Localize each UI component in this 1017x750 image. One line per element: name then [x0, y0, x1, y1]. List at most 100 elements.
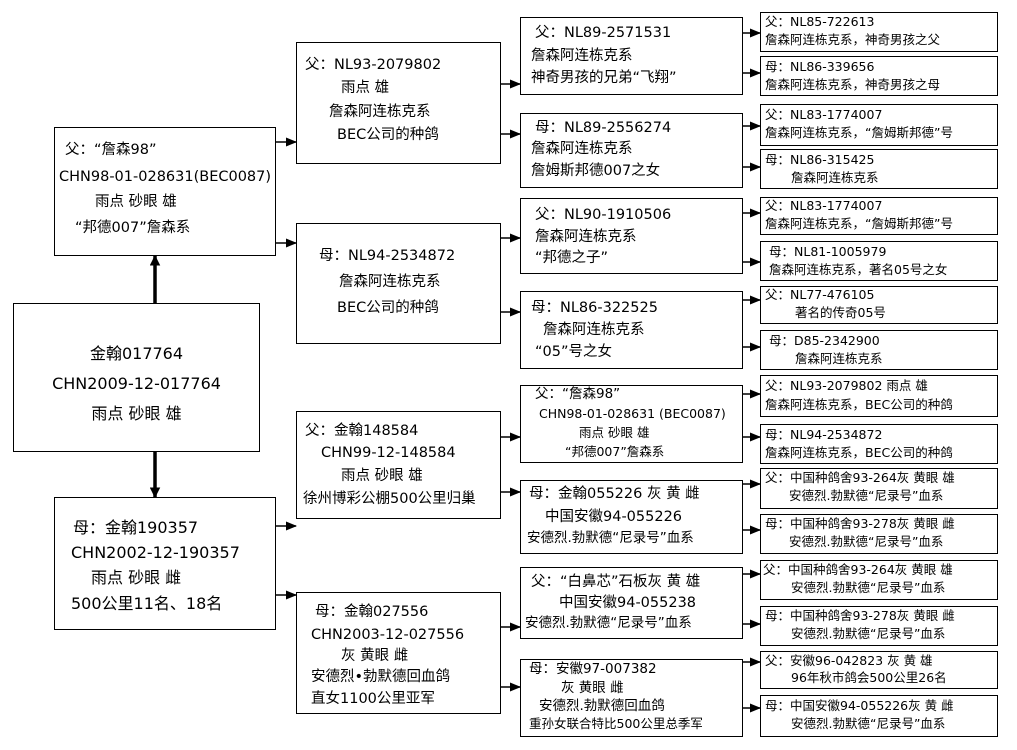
gen2-sd-line-1: 母：NL94-2534872 — [319, 248, 456, 264]
gen2-dd-line-5: 直女1100公里亚军 — [311, 691, 435, 707]
gen3-dds-line-1: 父：“白鼻芯”石板灰 黄 雄 — [531, 574, 701, 590]
gen3-sss-line-2: 詹森阿连栋克系 — [531, 48, 633, 64]
gen4-box-7: 父：NL77-476105 著名的传奇05号 — [760, 286, 998, 324]
gen3-ssd-line-2: 詹森阿连栋克系 — [531, 141, 633, 157]
gen3-ddd-line-4: 重孙女联合特比500公里总季军 — [529, 716, 703, 731]
gen3-ssd-box: 母：NL89-2556274 詹森阿连栋克系 詹姆斯邦德007之女 — [520, 113, 743, 188]
gen4-13-line-1: 父：中国种鸽舍93-264灰 黄眼 雄 — [763, 562, 953, 577]
gen4-4-line-2: 詹森阿连栋克系 — [791, 170, 879, 185]
gen4-10-line-2: 詹森阿连栋克系，BEC公司的种鸽 — [765, 445, 953, 460]
gen4-13-line-2: 安德烈.勃默德“尼录号”血系 — [791, 580, 946, 595]
gen4-box-11: 父：中国种鸽舍93-264灰 黄眼 雄 安德烈.勃默德“尼录号”血系 — [760, 468, 998, 509]
dam-traits: 雨点 砂眼 雌 — [91, 568, 182, 587]
subject-ring-name: 金翰017764 — [89, 344, 184, 363]
gen2-ds-line-4: 徐州博彩公棚500公里归巢 — [303, 491, 476, 507]
gen2-ds-line-3: 雨点 砂眼 雄 — [341, 468, 423, 484]
gen4-box-1: 父：NL85-722613 詹森阿连栋克系，神奇男孩之父 — [760, 12, 998, 52]
gen2-ss-line-3: 詹森阿连栋克系 — [329, 104, 431, 120]
gen4-7-line-2: 著名的传奇05号 — [795, 305, 886, 320]
gen3-dsd-box: 母：金翰055226 灰 黄 雌 中国安徽94-055226 安德烈.勃默德“尼… — [520, 480, 743, 554]
sire-box: 父：“詹森98” CHN98-01-028631(BEC0087) 雨点 砂眼 … — [54, 127, 276, 256]
gen4-15-line-1: 父：安徽96-042823 灰 黄 雄 — [765, 653, 933, 668]
gen4-box-6: 母：NL81-1005979 詹森阿连栋克系，著名05号之女 — [760, 241, 998, 281]
gen3-sss-line-1: 父：NL89-2571531 — [535, 25, 672, 41]
sire-traits: 雨点 砂眼 雄 — [95, 194, 177, 210]
gen4-box-8: 母：D85-2342900 詹森阿连栋克系 — [760, 330, 998, 370]
dam-ring: CHN2002-12-190357 — [71, 543, 240, 562]
gen4-box-2: 母：NL86-339656 詹森阿连栋克系，神奇男孩之母 — [760, 56, 998, 96]
gen2-dd-line-2: CHN2003-12-027556 — [311, 627, 465, 643]
gen4-12-line-2: 安德烈.勃默德“尼录号”血系 — [789, 534, 944, 549]
gen3-dsd-line-3: 安德烈.勃默德“尼录号”血系 — [527, 530, 694, 546]
gen4-11-line-2: 安德烈.勃默德“尼录号”血系 — [789, 488, 944, 503]
gen4-3-line-2: 詹森阿连栋克系，“詹姆斯邦德”号 — [765, 125, 953, 140]
gen4-box-5: 父：NL83-1774007 詹森阿连栋克系，“詹姆斯邦德”号 — [760, 197, 998, 235]
gen4-box-13: 父：中国种鸽舍93-264灰 黄眼 雄 安德烈.勃默德“尼录号”血系 — [760, 560, 998, 600]
gen2-ds-line-1: 父：金翰148584 — [305, 423, 419, 439]
sire-ring: CHN98-01-028631(BEC0087) — [59, 169, 272, 185]
gen2-dd-line-1: 母：金翰027556 — [315, 604, 429, 620]
gen2-ss-line-1: 父：NL93-2079802 — [305, 57, 442, 73]
gen3-dds-line-3: 安德烈.勃默德“尼录号”血系 — [525, 615, 692, 631]
gen3-dss-line-3: 雨点 砂眼 雄 — [579, 425, 650, 440]
gen2-ss-line-4: BEC公司的种鸽 — [337, 127, 439, 143]
dam-box: 母：金翰190357 CHN2002-12-190357 雨点 砂眼 雌 500… — [54, 497, 276, 630]
gen4-box-4: 母：NL86-315425 詹森阿连栋克系 — [760, 149, 998, 189]
gen4-box-12: 母：中国种鸽舍93-278灰 黄眼 雌 安德烈.勃默德“尼录号”血系 — [760, 514, 998, 554]
gen4-7-line-1: 父：NL77-476105 — [765, 287, 875, 302]
gen2-sd-line-3: BEC公司的种鸽 — [337, 300, 439, 316]
gen4-12-line-1: 母：中国种鸽舍93-278灰 黄眼 雌 — [765, 516, 955, 531]
gen4-9-line-1: 父：NL93-2079802 雨点 雄 — [765, 378, 928, 393]
gen4-8-line-1: 母：D85-2342900 — [769, 333, 880, 348]
gen4-4-line-1: 母：NL86-315425 — [765, 152, 875, 167]
gen3-dss-box: 父：“詹森98” CHN98-01-028631 (BEC0087) 雨点 砂眼… — [520, 385, 743, 463]
gen3-ddd-line-1: 母：安徽97-007382 — [529, 661, 657, 677]
gen4-5-line-1: 父：NL83-1774007 — [765, 198, 883, 213]
gen4-box-3: 父：NL83-1774007 詹森阿连栋克系，“詹姆斯邦德”号 — [760, 104, 998, 146]
gen2-dd-line-4: 安德烈•勃默德回血鸽 — [311, 669, 451, 685]
gen3-dss-line-1: 父：“詹森98” — [535, 386, 621, 402]
gen4-box-15: 父：安徽96-042823 灰 黄 雄 96年秋市鸽会500公里26名 — [760, 651, 998, 689]
gen4-16-line-2: 安德烈.勃默德“尼录号”血系 — [791, 716, 946, 731]
gen4-1-line-2: 詹森阿连栋克系，神奇男孩之父 — [765, 32, 941, 47]
gen4-16-line-1: 母：中国安徽94-055226灰 黄 雌 — [765, 698, 954, 713]
gen2-sd-line-2: 詹森阿连栋克系 — [339, 274, 441, 290]
gen4-box-10: 母：NL94-2534872 詹森阿连栋克系，BEC公司的种鸽 — [760, 424, 998, 464]
gen3-sdd-line-3: “05”号之女 — [535, 344, 612, 360]
gen3-ssd-line-3: 詹姆斯邦德007之女 — [531, 163, 661, 179]
gen3-sdd-line-2: 詹森阿连栋克系 — [543, 322, 645, 338]
subject-traits: 雨点 砂眼 雄 — [91, 404, 182, 423]
gen3-ssd-line-1: 母：NL89-2556274 — [535, 120, 672, 136]
grandsire-paternal-box: 父：NL93-2079802 雨点 雄 詹森阿连栋克系 BEC公司的种鸽 — [296, 42, 501, 164]
gen4-box-16: 母：中国安徽94-055226灰 黄 雌 安德烈.勃默德“尼录号”血系 — [760, 695, 998, 737]
gen3-dsd-line-1: 母：金翰055226 灰 黄 雌 — [529, 486, 700, 502]
subject-box: 金翰017764 CHN2009-12-017764 雨点 砂眼 雄 — [13, 303, 260, 452]
gen3-sdd-box: 母：NL86-322525 詹森阿连栋克系 “05”号之女 — [520, 291, 743, 369]
gen4-10-line-1: 母：NL94-2534872 — [765, 427, 883, 442]
gen3-dds-line-2: 中国安徽94-055238 — [559, 595, 697, 611]
gen3-sds-line-3: “邦德之子” — [535, 250, 609, 266]
gen3-ddd-box: 母：安徽97-007382 灰 黄眼 雌 安德烈.勃默德回血鸽 重孙女联合特比5… — [520, 659, 743, 737]
gen4-9-line-2: 詹森阿连栋克系，BEC公司的种鸽 — [765, 397, 953, 412]
gen4-2-line-2: 詹森阿连栋克系，神奇男孩之母 — [765, 77, 941, 92]
gen3-sss-box: 父：NL89-2571531 詹森阿连栋克系 神奇男孩的兄弟“飞翔” — [520, 17, 743, 95]
grandsire-maternal-box: 父：金翰148584 CHN99-12-148584 雨点 砂眼 雄 徐州博彩公… — [296, 411, 501, 519]
gen4-2-line-1: 母：NL86-339656 — [765, 59, 875, 74]
gen3-sds-box: 父：NL90-1910506 詹森阿连栋克系 “邦德之子” — [520, 198, 743, 274]
dam-title: 母：金翰190357 — [73, 518, 199, 537]
gen4-11-line-1: 父：中国种鸽舍93-264灰 黄眼 雄 — [765, 470, 955, 485]
gen4-5-line-2: 詹森阿连栋克系，“詹姆斯邦德”号 — [765, 216, 953, 231]
gen3-dss-line-4: “邦德007”詹森系 — [565, 444, 665, 459]
gen3-dsd-line-2: 中国安徽94-055226 — [545, 509, 683, 525]
gen3-ddd-line-2: 灰 黄眼 雌 — [561, 680, 624, 696]
gen3-sds-line-2: 詹森阿连栋克系 — [535, 229, 637, 245]
gen4-15-line-2: 96年秋市鸽会500公里26名 — [791, 670, 947, 685]
dam-results: 500公里11名、18名 — [71, 594, 223, 613]
subject-ring-number: CHN2009-12-017764 — [52, 374, 221, 393]
gen4-6-line-2: 詹森阿连栋克系，著名05号之女 — [769, 262, 948, 277]
gen3-dss-line-2: CHN98-01-028631 (BEC0087) — [539, 406, 726, 421]
sire-line: “邦德007”詹森系 — [75, 220, 191, 236]
gen4-6-line-1: 母：NL81-1005979 — [769, 244, 887, 259]
gen4-14-line-2: 安德烈.勃默德“尼录号”血系 — [791, 626, 946, 641]
